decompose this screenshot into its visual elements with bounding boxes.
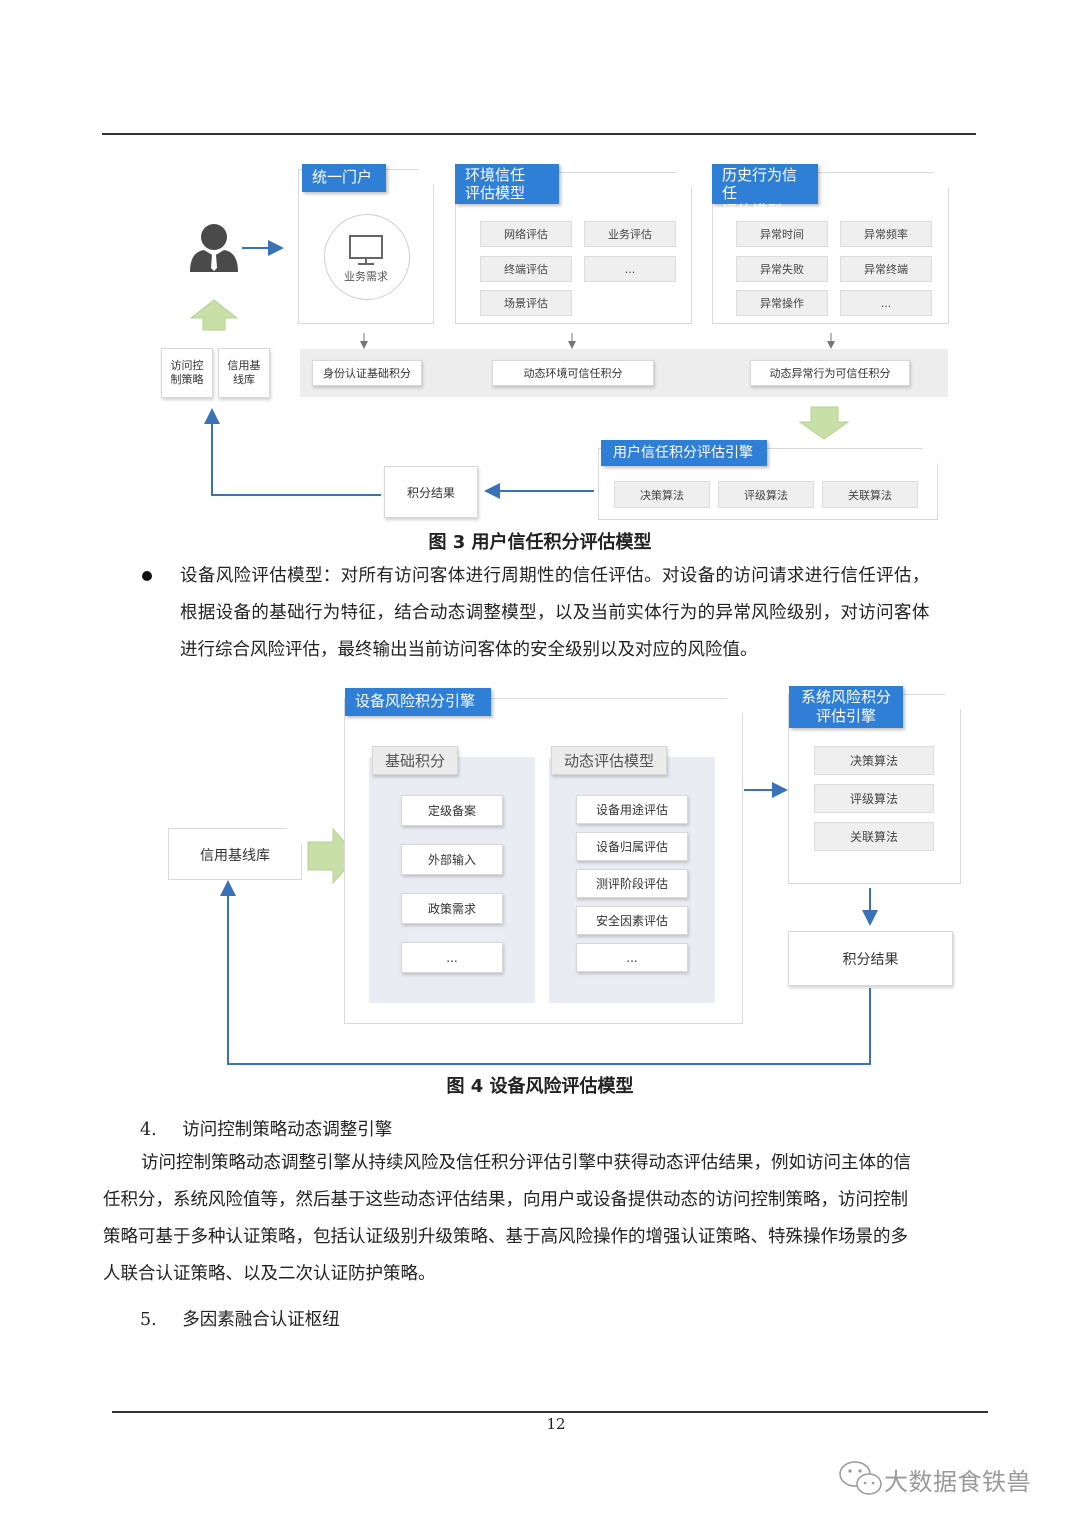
- figure-4-caption: 图 4 设备风险评估模型: [446, 1076, 634, 1097]
- engine-decision[interactable]: 决策算法: [614, 481, 710, 508]
- dyn-item-usage[interactable]: 设备用途评估: [576, 795, 688, 824]
- section-4-number: 4.: [140, 1120, 157, 1140]
- bullet-dot: [142, 571, 152, 581]
- section-5-number: 5.: [140, 1310, 157, 1330]
- credit-baseline-label: 信用基线库: [200, 848, 270, 864]
- base-item-policy[interactable]: 政策需求: [401, 893, 503, 924]
- section-4-line: 任积分，系统风险值等，然后基于这些动态评估结果，向用户或设备提供动态的访问控制策…: [103, 1190, 908, 1210]
- footer-rule: [112, 1411, 988, 1413]
- bullet-paragraph: 设备风险评估模型：对所有访问客体进行周期性的信任评估。对设备的访问请求进行信任评…: [180, 558, 980, 660]
- section-4-line: 人联合认证策略、以及二次认证防护策略。: [103, 1264, 436, 1284]
- dyn-item-phase[interactable]: 测评阶段评估: [576, 869, 688, 898]
- section-4-line: 访问控制策略动态调整引擎从持续风险及信任积分评估引擎中获得动态评估结果，例如访问…: [141, 1153, 911, 1173]
- section-5-heading: 5. 多因素融合认证枢纽: [140, 1306, 340, 1334]
- user-trust-engine-title: 用户信任积分评估引擎: [601, 440, 767, 466]
- bullet-line: 设备风险评估模型：对所有访问客体进行周期性的信任评估。对设备的访问请求进行信任评…: [180, 566, 930, 586]
- bullet-line: 进行综合风险评估，最终输出当前访问客体的安全级别以及对应的风险值。: [180, 640, 758, 660]
- credit-baseline-card[interactable]: 信用基 线库: [218, 348, 270, 398]
- score-identity[interactable]: 身份认证基础积分: [312, 360, 422, 386]
- section-4-line: 策略可基于多种认证策略，包括认证级别升级策略、基于高风险操作的增强认证策略、特殊…: [103, 1227, 908, 1247]
- base-item-filing[interactable]: 定级备案: [401, 795, 503, 826]
- dynamic-model-title: 动态评估模型: [551, 746, 668, 775]
- business-need-circle[interactable]: [324, 214, 410, 300]
- section-5-title: 多因素融合认证枢纽: [182, 1310, 340, 1330]
- env-item-scene[interactable]: 场景评估: [480, 290, 572, 316]
- page-number: 12: [546, 1415, 566, 1433]
- system-risk-engine-title: 系统风险积分 评估引擎: [789, 686, 903, 728]
- hist-item-time[interactable]: 异常时间: [736, 221, 828, 247]
- hist-item-operation[interactable]: 异常操作: [736, 290, 828, 316]
- figure-3-caption: 图 3 用户信任积分评估模型: [428, 532, 652, 553]
- hist-item-more[interactable]: ...: [840, 290, 932, 316]
- business-need-label: 业务需求: [344, 270, 388, 283]
- dyn-item-security[interactable]: 安全因素评估: [576, 906, 688, 935]
- score-behavior[interactable]: 动态异常行为可信任积分: [750, 360, 910, 386]
- base-score-title: 基础积分: [372, 746, 459, 775]
- header-rule: [102, 133, 976, 135]
- base-item-more[interactable]: ...: [401, 942, 503, 973]
- score-environment[interactable]: 动态环境可信任积分: [492, 360, 654, 386]
- env-item-terminal[interactable]: 终端评估: [480, 256, 572, 282]
- engine-correlation[interactable]: 关联算法: [822, 481, 918, 508]
- history-model-title: 历史行为信任 评估模型: [712, 164, 818, 220]
- hist-item-frequency[interactable]: 异常频率: [840, 221, 932, 247]
- env-item-business[interactable]: 业务评估: [584, 221, 676, 247]
- dyn-item-more[interactable]: ...: [576, 943, 688, 972]
- device-risk-engine-title: 设备风险积分引擎: [345, 688, 491, 716]
- section-4-heading: 4. 访问控制策略动态调整引擎: [140, 1116, 392, 1144]
- sys-rating[interactable]: 评级算法: [814, 784, 934, 813]
- watermark-text: 大数据食铁兽: [884, 1468, 1031, 1496]
- dyn-item-ownership[interactable]: 设备归属评估: [576, 832, 688, 861]
- env-item-more[interactable]: ...: [584, 256, 676, 282]
- env-item-network[interactable]: 网络评估: [480, 221, 572, 247]
- env-model-title: 环境信任 评估模型: [455, 164, 559, 204]
- hist-item-failure[interactable]: 异常失败: [736, 256, 828, 282]
- credit-baseline-box[interactable]: [168, 828, 302, 880]
- base-item-external[interactable]: 外部输入: [401, 844, 503, 875]
- score-result-card[interactable]: 积分结果: [384, 466, 478, 518]
- engine-rating[interactable]: 评级算法: [718, 481, 814, 508]
- access-policy-card[interactable]: 访问控 制策略: [161, 348, 213, 398]
- portal-title: 统一门户: [302, 164, 386, 192]
- bullet-line: 根据设备的基础行为特征，结合动态调整模型，以及当前实体行为的异常风险级别，对访问…: [180, 603, 930, 623]
- section-4-title: 访问控制策略动态调整引擎: [182, 1120, 393, 1140]
- fig4-score-result[interactable]: 积分结果: [788, 931, 953, 986]
- sys-decision[interactable]: 决策算法: [814, 746, 934, 775]
- hist-item-terminal[interactable]: 异常终端: [840, 256, 932, 282]
- sys-correlation[interactable]: 关联算法: [814, 822, 934, 851]
